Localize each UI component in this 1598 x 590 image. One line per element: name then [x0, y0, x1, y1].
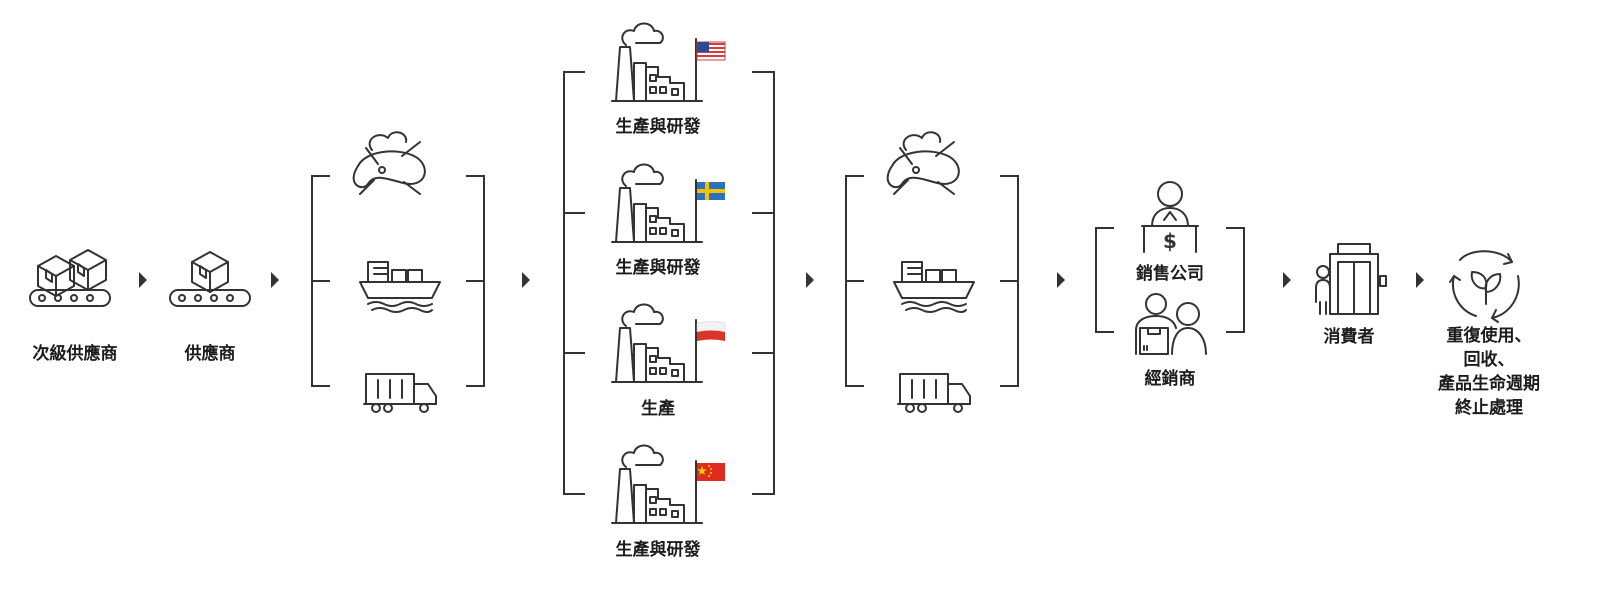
arrow-6 [1283, 272, 1291, 288]
arrow-4 [806, 272, 814, 288]
ship-icon [893, 261, 975, 313]
airplane-icon [886, 131, 960, 195]
people-box-icon [1135, 293, 1207, 355]
factory-icon [611, 22, 703, 102]
factory-icon [611, 163, 703, 243]
truck-icon [897, 373, 971, 413]
label-distributor: 經銷商 [1144, 369, 1196, 389]
us-flag-icon [696, 41, 726, 61]
sweden-flag-icon [697, 182, 725, 200]
factory-bracket [563, 71, 775, 495]
elevator-person-icon [1315, 243, 1387, 315]
truck-icon [363, 373, 437, 413]
arrow-3 [522, 272, 530, 288]
flow-arrows [139, 272, 1424, 288]
poland-flag-icon [696, 321, 726, 341]
factory-icon [611, 444, 703, 524]
factory-icon [611, 303, 703, 383]
label-supplier: 供應商 [184, 344, 236, 364]
label-factory-cn: 生產與研發 [615, 540, 701, 560]
label-factory-pl: 生產 [641, 399, 675, 419]
cashier-icon: $ [1141, 181, 1199, 253]
airplane-icon [352, 131, 426, 195]
transport-bracket-1 [311, 175, 485, 387]
arrow-7 [1416, 272, 1424, 288]
sales-bracket [1095, 227, 1245, 333]
conveyor-box-icon [169, 251, 251, 307]
arrow-2 [271, 272, 279, 288]
recycle-leaf-icon [1449, 250, 1520, 323]
label-sales-company: 銷售公司 [1136, 264, 1204, 284]
arrow-1 [139, 272, 147, 288]
arrow-5 [1057, 272, 1065, 288]
ship-icon [359, 261, 441, 313]
label-factory-se: 生產與研發 [615, 258, 701, 278]
svg-text:$: $ [1163, 229, 1177, 253]
label-consumer: 消費者 [1323, 327, 1375, 347]
conveyor-boxes-icon [29, 249, 111, 307]
label-end-of-life: 重復使用、 回收、 產品生命週期 終止處理 [1438, 326, 1540, 418]
china-flag-icon [697, 463, 725, 481]
transport-bracket-2 [845, 175, 1019, 387]
label-factory-us: 生產與研發 [615, 117, 701, 137]
label-sub-supplier: 次級供應商 [32, 344, 118, 364]
